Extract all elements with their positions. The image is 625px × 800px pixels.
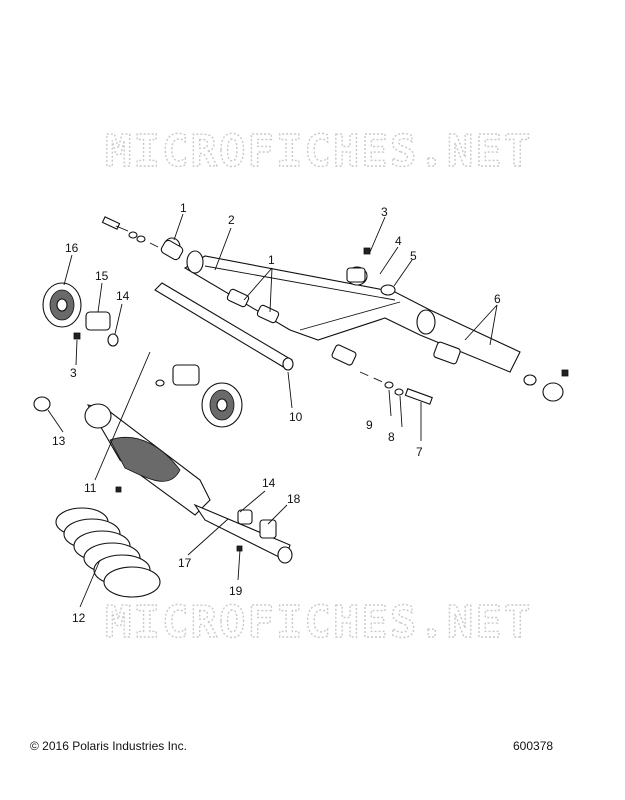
swing-arm bbox=[183, 250, 521, 373]
callout-7: 7 bbox=[416, 445, 423, 459]
callout-16: 16 bbox=[65, 241, 79, 255]
callout-11: 11 bbox=[84, 481, 97, 495]
diagram-number: 600378 bbox=[513, 739, 554, 753]
copyright-text: © 2016 Polaris Industries Inc. bbox=[30, 739, 187, 753]
callout-12: 12 bbox=[72, 611, 86, 625]
callout-6: 6 bbox=[494, 292, 501, 306]
callout-1b: 1 bbox=[268, 253, 275, 267]
callout-19: 19 bbox=[229, 584, 243, 598]
watermark-top: MICROFICHES.NET bbox=[105, 126, 532, 177]
callout-17: 17 bbox=[178, 556, 192, 570]
callout-14a: 14 bbox=[116, 289, 130, 303]
callout-10: 10 bbox=[289, 410, 303, 424]
callout-14b: 14 bbox=[262, 476, 276, 490]
shock-absorber bbox=[33, 396, 293, 564]
bushing-set bbox=[160, 237, 357, 366]
bushing-right bbox=[346, 247, 569, 402]
callout-2: 2 bbox=[228, 213, 235, 227]
callout-3b: 3 bbox=[70, 366, 77, 380]
pivot-tube bbox=[154, 282, 294, 371]
callout-9: 9 bbox=[366, 418, 373, 432]
pulley-center bbox=[155, 364, 243, 428]
leader-lines bbox=[47, 213, 498, 608]
bolt-top-left bbox=[101, 216, 146, 243]
bolt-right bbox=[359, 371, 433, 405]
callout-3a: 3 bbox=[381, 205, 388, 219]
callout-4: 4 bbox=[395, 234, 402, 248]
spring bbox=[55, 507, 161, 598]
callout-1a: 1 bbox=[180, 201, 187, 215]
callout-15: 15 bbox=[95, 269, 109, 283]
callout-5: 5 bbox=[410, 249, 417, 263]
pulley-left bbox=[42, 282, 119, 347]
callout-8: 8 bbox=[388, 430, 395, 444]
watermark-bottom: MICROFICHES.NET bbox=[105, 597, 532, 648]
callout-13: 13 bbox=[52, 434, 66, 448]
callout-18: 18 bbox=[287, 492, 301, 506]
